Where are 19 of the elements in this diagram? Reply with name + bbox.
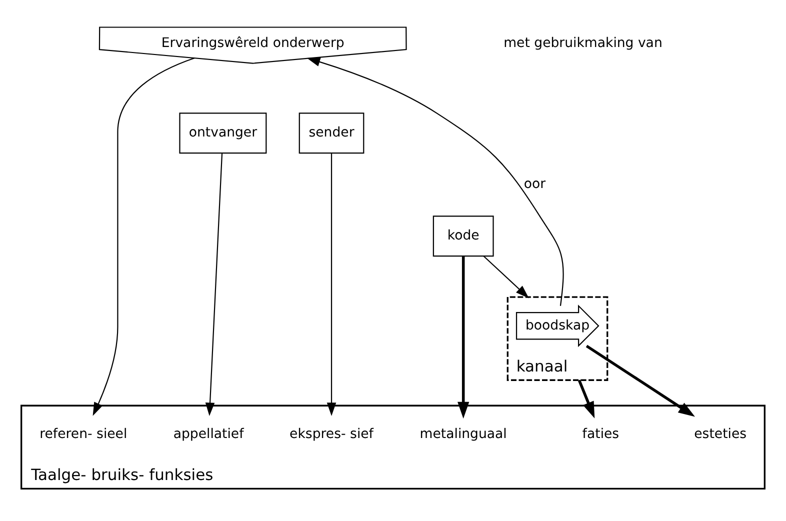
node-box: sender bbox=[298, 112, 364, 154]
arrow bbox=[306, 57, 564, 306]
arrow bbox=[92, 58, 195, 416]
node-text: esteties bbox=[694, 426, 747, 442]
node-text: appellatief bbox=[173, 426, 244, 442]
arrow bbox=[483, 256, 529, 298]
node-box: kode bbox=[432, 216, 494, 257]
arrow bbox=[458, 256, 470, 419]
arrow bbox=[326, 153, 336, 416]
arrow bbox=[205, 153, 223, 416]
arrow bbox=[586, 344, 695, 417]
edge-label: oor bbox=[524, 177, 546, 192]
node-text: referen- sieel bbox=[40, 426, 128, 442]
label: met gebruikmaking van bbox=[504, 36, 662, 51]
node-text: ekspres- sief bbox=[290, 426, 374, 442]
node-box: ontvanger bbox=[179, 112, 267, 154]
arrow bbox=[578, 380, 595, 418]
node-text: metalinguaal bbox=[420, 426, 507, 442]
node-text: faties bbox=[582, 426, 620, 442]
